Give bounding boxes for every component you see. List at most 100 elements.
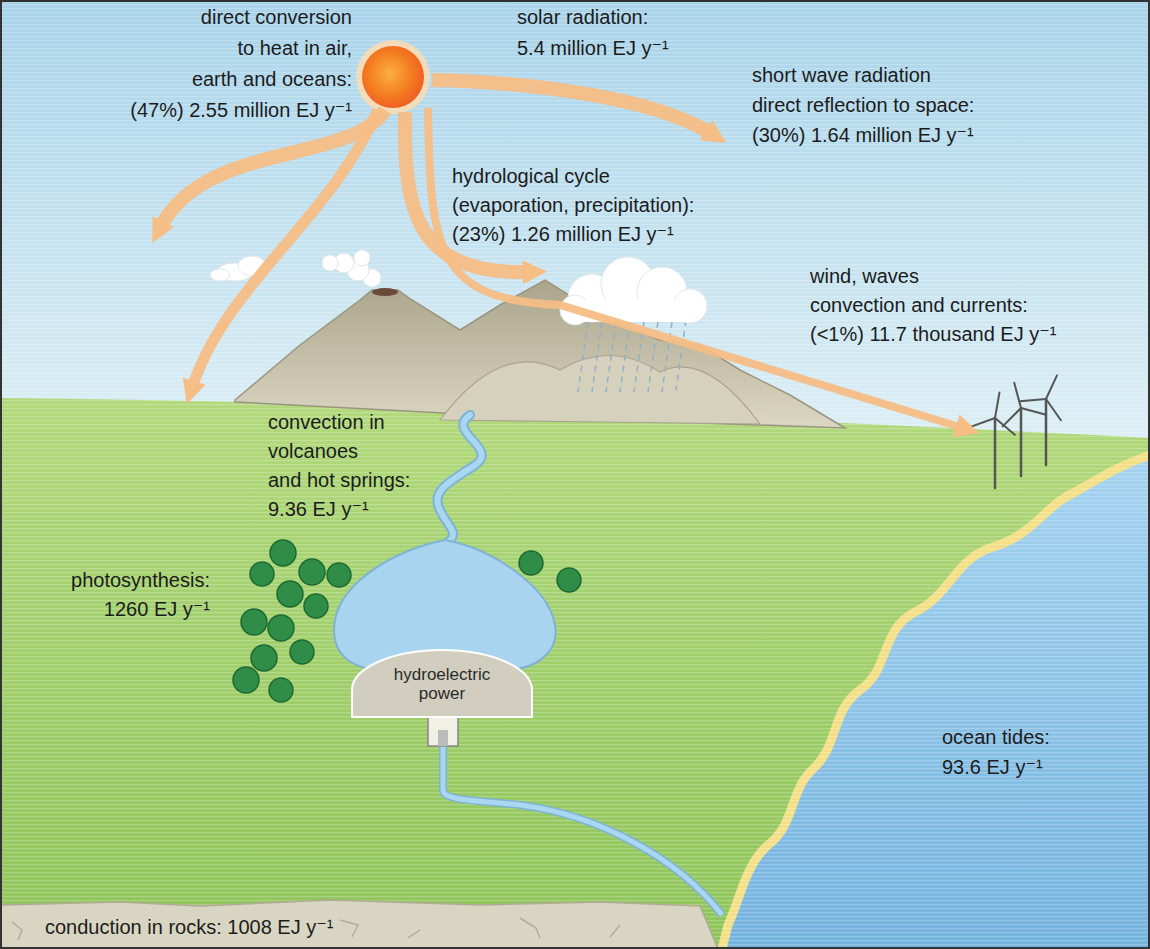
river	[437, 415, 481, 542]
photosynthesis-arrow	[192, 110, 378, 388]
tree	[519, 551, 543, 575]
energy-flow-label: conduction in rocks: 1008 EJ y⁻¹	[45, 914, 333, 940]
text-line: (30%) 1.64 million EJ y⁻¹	[752, 120, 974, 150]
tree	[241, 609, 267, 635]
text-line: volcanoes	[268, 437, 410, 466]
crack	[520, 918, 540, 938]
turbine-blades	[971, 388, 1022, 434]
text-line: convection in	[268, 408, 410, 437]
tree	[251, 645, 277, 671]
blade	[1041, 399, 1067, 420]
sun-glow	[356, 40, 430, 114]
text-line: ocean tides:	[942, 722, 1050, 752]
energy-flow-label: ocean tides: 93.6 EJ y⁻¹	[942, 722, 1050, 782]
wind-turbines	[971, 366, 1078, 488]
rock-layer	[0, 900, 718, 949]
text-line: 1260 EJ y⁻¹	[71, 595, 210, 624]
tree	[304, 594, 328, 618]
text-line: hydrological cycle	[452, 162, 694, 191]
energy-flow-label: hydrological cycle (evaporation, precipi…	[452, 162, 694, 249]
smoke-puff	[322, 255, 338, 271]
text-line: conduction in rocks: 1008 EJ y⁻¹	[45, 914, 333, 940]
tree	[269, 678, 293, 702]
blade	[993, 418, 1017, 435]
energy-flow-label: wind, waves convection and currents: (<1…	[810, 262, 1056, 349]
tree	[327, 563, 351, 587]
blade	[1046, 375, 1057, 399]
wind-turbine	[993, 377, 1047, 476]
text-line: short wave radiation	[752, 60, 974, 90]
river-outflow-bank	[443, 746, 722, 915]
rain-streak	[676, 320, 686, 390]
foothills	[440, 355, 760, 424]
turbine-tower	[1045, 399, 1048, 465]
energy-flow-label: photosynthesis: 1260 EJ y⁻¹	[71, 566, 210, 624]
crack	[610, 925, 620, 937]
blade	[999, 408, 1024, 426]
river-bank	[437, 415, 481, 542]
hydrological-arrow	[405, 112, 530, 272]
reflection-arrow	[432, 80, 712, 134]
tree	[290, 640, 314, 664]
crack	[340, 920, 358, 937]
blade	[971, 414, 995, 431]
energy-flow-label: direct conversion to heat in air, earth …	[130, 2, 352, 126]
blade	[1014, 383, 1021, 408]
cloud-puff	[210, 269, 230, 281]
text-line: 93.6 EJ y⁻¹	[942, 752, 1050, 782]
text-line: (23%) 1.26 million EJ y⁻¹	[452, 220, 694, 249]
blade	[1020, 389, 1046, 410]
text-line: direct reflection to space:	[752, 90, 974, 120]
wind-turbine	[1020, 366, 1077, 465]
sun	[362, 46, 424, 108]
text-line: power	[394, 684, 490, 703]
text-line: convection and currents:	[810, 291, 1056, 320]
energy-flow-label: short wave radiation direct reflection t…	[752, 60, 974, 150]
rain-streak	[606, 322, 616, 392]
node-text: hydroelectric power	[394, 665, 490, 703]
tree	[268, 615, 294, 641]
dome-shape	[352, 650, 532, 717]
text-line: and hot springs:	[268, 466, 410, 495]
turbine-blades	[993, 377, 1047, 426]
crack	[408, 930, 420, 938]
energy-flow-label: solar radiation: 5.4 million EJ y⁻¹	[517, 2, 669, 64]
river-outflow	[443, 746, 722, 915]
tree	[270, 540, 296, 566]
text-line: wind, waves	[810, 262, 1056, 291]
volcano-smoke	[322, 250, 381, 287]
text-line: direct conversion	[130, 2, 352, 33]
text-line: solar radiation:	[517, 2, 669, 33]
power-house-door	[438, 730, 448, 746]
text-line: (47%) 2.55 million EJ y⁻¹	[130, 95, 352, 126]
text-line: 5.4 million EJ y⁻¹	[517, 33, 669, 64]
turbine-blades	[1020, 366, 1077, 420]
text-line: hydroelectric	[394, 665, 490, 684]
energy-flow-label: convection in volcanoes and hot springs:…	[268, 408, 410, 524]
blade	[995, 392, 1000, 418]
rain-streak	[578, 322, 588, 392]
rain-streak	[620, 322, 630, 392]
blade	[1021, 402, 1046, 420]
text-line: to heat in air,	[130, 33, 352, 64]
text-line: earth and oceans:	[130, 64, 352, 95]
crack	[12, 922, 22, 940]
turbine-tower	[1020, 408, 1023, 476]
rain-streak	[592, 322, 602, 392]
tree	[233, 667, 259, 693]
text-line: (<1%) 11.7 thousand EJ y⁻¹	[810, 320, 1056, 349]
tree	[299, 559, 325, 585]
text-line: 9.36 EJ y⁻¹	[268, 495, 410, 524]
text-line: (evaporation, precipitation):	[452, 191, 694, 220]
dam-dome: hydroelectric power	[352, 650, 532, 717]
tree	[250, 562, 274, 586]
volcano-crater	[372, 288, 398, 296]
smoke-puff	[354, 250, 370, 266]
tree	[277, 581, 303, 607]
